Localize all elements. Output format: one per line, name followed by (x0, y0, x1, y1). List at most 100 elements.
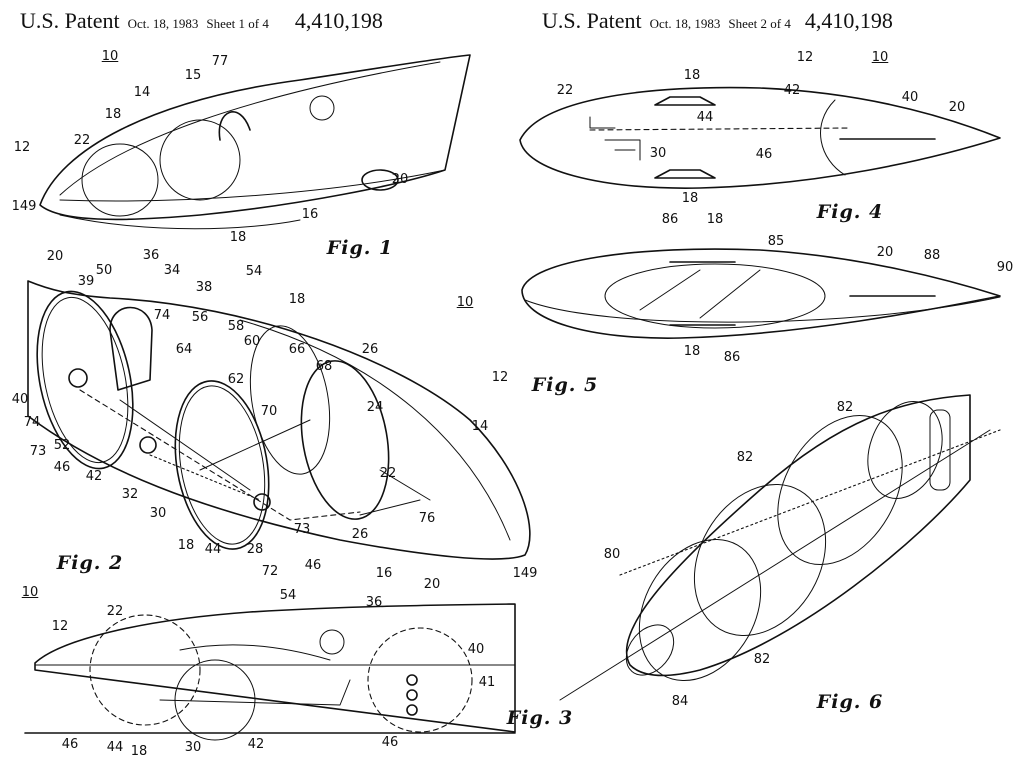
reference-numeral: 90 (996, 260, 1014, 275)
reference-numeral: 32 (121, 487, 139, 502)
reference-numeral: 77 (211, 54, 229, 69)
reference-numeral: 12 (491, 370, 509, 385)
reference-numeral: 86 (723, 350, 741, 365)
reference-numeral: 72 (261, 564, 279, 579)
reference-numeral: 82 (753, 652, 771, 667)
reference-numeral: 44 (204, 542, 222, 557)
reference-numeral: 40 (467, 642, 485, 657)
reference-numeral: 46 (61, 737, 79, 752)
reference-numeral: 56 (191, 310, 209, 325)
reference-numeral: 50 (95, 263, 113, 278)
reference-numeral: 41 (478, 675, 496, 690)
reference-numeral: 44 (696, 110, 714, 125)
reference-numeral: 42 (783, 83, 801, 98)
reference-numeral: 18 (177, 538, 195, 553)
fig2-drawing (27, 280, 531, 560)
reference-numeral: 20 (423, 577, 441, 592)
reference-numeral: 18 (706, 212, 724, 227)
reference-numeral: 88 (923, 248, 941, 263)
reference-numeral: 30 (649, 146, 667, 161)
reference-numeral: 74 (153, 308, 171, 323)
fig3-drawing (24, 603, 516, 741)
reference-numeral: 73 (29, 444, 47, 459)
reference-numeral: 22 (379, 466, 397, 481)
sheet-header-1: U.S. Patent Oct. 18, 1983 Sheet 1 of 4 4… (20, 8, 383, 34)
reference-numeral: 82 (736, 450, 754, 465)
figure-caption: Fig. 3 (506, 707, 574, 729)
reference-numeral: 85 (767, 234, 785, 249)
reference-numeral: 149 (512, 566, 538, 581)
reference-numeral: 24 (366, 400, 384, 415)
reference-numeral: 39 (77, 274, 95, 289)
reference-numeral: 20 (876, 245, 894, 260)
reference-numeral: 46 (755, 147, 773, 162)
reference-numeral: 30 (149, 506, 167, 521)
reference-numeral: 14 (471, 419, 489, 434)
reference-numeral: 14 (133, 85, 151, 100)
reference-numeral: 46 (304, 558, 322, 573)
reference-numeral: 76 (418, 511, 436, 526)
reference-numeral: 18 (681, 191, 699, 206)
figure-caption: Fig. 5 (531, 374, 599, 396)
reference-numeral: 10 (456, 295, 474, 310)
header-title: U.S. Patent (542, 8, 642, 33)
reference-numeral: 44 (106, 740, 124, 755)
header-sheet: Sheet 2 of 4 (728, 16, 791, 31)
header-date: Oct. 18, 1983 (127, 16, 199, 31)
reference-numeral: 54 (245, 264, 263, 279)
reference-numeral: 64 (175, 342, 193, 357)
reference-numeral: 10 (21, 585, 39, 600)
reference-numeral: 42 (247, 737, 265, 752)
reference-numeral: 10 (871, 50, 889, 65)
reference-numeral: 54 (279, 588, 297, 603)
reference-numeral: 10 (101, 49, 119, 64)
reference-numeral: 18 (288, 292, 306, 307)
reference-numeral: 68 (315, 359, 333, 374)
reference-numeral: 18 (130, 744, 148, 759)
reference-numeral: 82 (836, 400, 854, 415)
fig1-drawing (39, 54, 471, 230)
fig6-drawing (559, 394, 1001, 701)
reference-numeral: 15 (184, 68, 202, 83)
figure-caption: Fig. 6 (816, 691, 884, 713)
reference-numeral: 70 (260, 404, 278, 419)
reference-numeral: 20 (948, 100, 966, 115)
reference-numeral: 28 (246, 542, 264, 557)
reference-numeral: 20 (46, 249, 64, 264)
reference-numeral: 36 (365, 595, 383, 610)
figure-caption: Fig. 1 (326, 237, 394, 259)
figure-caption: Fig. 4 (816, 201, 884, 223)
reference-numeral: 80 (603, 547, 621, 562)
reference-numeral: 18 (229, 230, 247, 245)
reference-numeral: 12 (51, 619, 69, 634)
reference-numeral: 40 (11, 392, 29, 407)
reference-numeral: 26 (351, 527, 369, 542)
reference-numeral: 22 (73, 133, 91, 148)
reference-numeral: 46 (53, 460, 71, 475)
header-patent-number: 4,410,198 (294, 8, 383, 33)
header-sheet: Sheet 1 of 4 (206, 16, 269, 31)
reference-numeral: 60 (243, 334, 261, 349)
reference-numeral: 36 (142, 248, 160, 263)
reference-numeral: 22 (106, 604, 124, 619)
reference-numeral: 84 (671, 694, 689, 709)
reference-numeral: 18 (104, 107, 122, 122)
reference-numeral: 38 (195, 280, 213, 295)
reference-numeral: 26 (361, 342, 379, 357)
sheet-header-2: U.S. Patent Oct. 18, 1983 Sheet 2 of 4 4… (542, 8, 893, 34)
reference-numeral: 40 (901, 90, 919, 105)
reference-numeral: 58 (227, 319, 245, 334)
header-date: Oct. 18, 1983 (649, 16, 721, 31)
fig4-drawing (519, 86, 1001, 189)
header-title: U.S. Patent (20, 8, 120, 33)
reference-numeral: 86 (661, 212, 679, 227)
reference-numeral: 16 (375, 566, 393, 581)
reference-numeral: 62 (227, 372, 245, 387)
reference-numeral: 18 (683, 344, 701, 359)
reference-numeral: 42 (85, 469, 103, 484)
reference-numeral: 46 (381, 735, 399, 750)
reference-numeral: 74 (23, 415, 41, 430)
header-patent-number: 4,410,198 (804, 8, 893, 33)
reference-numeral: 30 (184, 740, 202, 755)
